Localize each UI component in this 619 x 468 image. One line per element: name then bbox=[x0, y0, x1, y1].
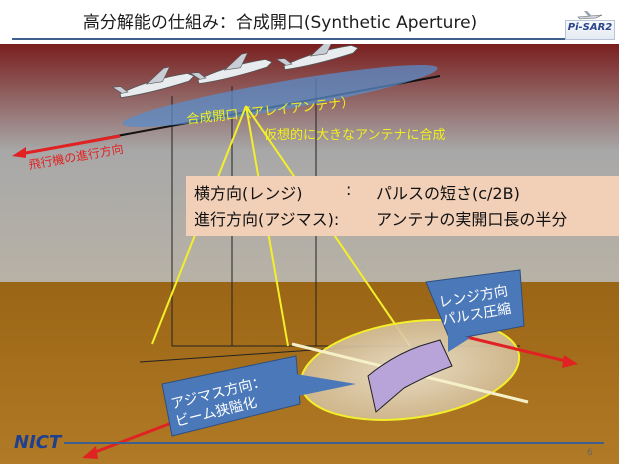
nict-logo: NICT bbox=[8, 426, 62, 458]
pisar-logo: Pi-SAR2 bbox=[565, 11, 615, 40]
airplane-2 bbox=[189, 52, 273, 85]
slide-title: 高分解能の仕組み：合成開口(Synthetic Aperture) bbox=[82, 13, 478, 33]
azimuth-arrowhead bbox=[82, 446, 98, 459]
page-number: 6 bbox=[587, 448, 593, 458]
azimuth-callout bbox=[161, 355, 301, 437]
range-callout-tail bbox=[448, 332, 470, 352]
airplane-1 bbox=[111, 66, 195, 99]
virtual-antenna-label: 仮想的に大きなアンテナに合成 bbox=[264, 128, 446, 143]
info-row-range-term: 横方向(レンジ) bbox=[194, 184, 303, 203]
sar-scene bbox=[0, 38, 619, 464]
footer-divider bbox=[64, 442, 604, 444]
pisar-logo-text: Pi-SAR2 bbox=[567, 22, 613, 33]
info-row-range-sep: : bbox=[346, 180, 352, 199]
airplane-3 bbox=[275, 38, 359, 71]
sar-diagram: 合成開口（アレイアンテナ） 仮想的に大きなアンテナに合成 飛行機の進行方向 レン… bbox=[0, 38, 619, 464]
airplane-icon bbox=[577, 11, 603, 20]
info-row-azimuth-term: 進行方向(アジマス): bbox=[194, 210, 340, 229]
resolution-cell bbox=[367, 339, 453, 413]
info-row-azimuth-desc: アンテナの実開口長の半分 bbox=[376, 210, 568, 229]
info-row-range-desc: パルスの短さ(c/2B) bbox=[376, 184, 520, 203]
flight-direction-arrow bbox=[19, 134, 121, 156]
title-divider bbox=[12, 38, 608, 40]
nict-logo-text: NICT bbox=[14, 432, 62, 453]
range-arrow bbox=[453, 332, 571, 364]
synthetic-aperture-ellipse bbox=[122, 64, 438, 128]
range-callout bbox=[425, 269, 525, 341]
range-arrowhead bbox=[562, 355, 578, 368]
azimuth-callout-tail bbox=[296, 374, 356, 396]
info-box: 横方向(レンジ) : パルスの短さ(c/2B) 進行方向(アジマス): アンテナ… bbox=[186, 176, 619, 236]
flight-arrowhead bbox=[12, 147, 26, 158]
